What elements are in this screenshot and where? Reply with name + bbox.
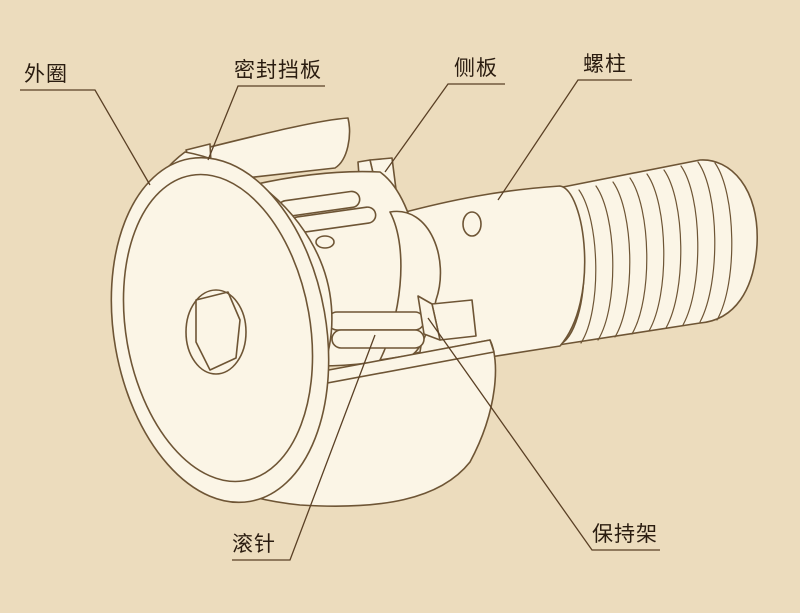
- leader-stud: [497, 79, 632, 201]
- leader-needle-roller: [232, 334, 376, 561]
- label-needle-roller: 滚针: [232, 532, 276, 556]
- label-cage: 保持架: [592, 522, 658, 546]
- leader-cage: [427, 317, 660, 551]
- needle-rollers-bottom: [327, 311, 425, 349]
- stud-lube-hole: [462, 211, 482, 237]
- label-outer-ring: 外圈: [24, 62, 68, 86]
- leader-lines: [20, 79, 660, 561]
- leader-side-plate: [384, 83, 505, 173]
- leader-seal-shield: [207, 85, 325, 161]
- hex-socket: [185, 289, 247, 375]
- cage: [417, 295, 477, 341]
- label-seal-shield: 密封挡板: [234, 58, 322, 82]
- leader-outer-ring: [20, 89, 151, 186]
- needle-rollers-top: [277, 190, 377, 249]
- label-side-plate: 侧板: [454, 56, 498, 80]
- label-stud: 螺柱: [583, 52, 627, 76]
